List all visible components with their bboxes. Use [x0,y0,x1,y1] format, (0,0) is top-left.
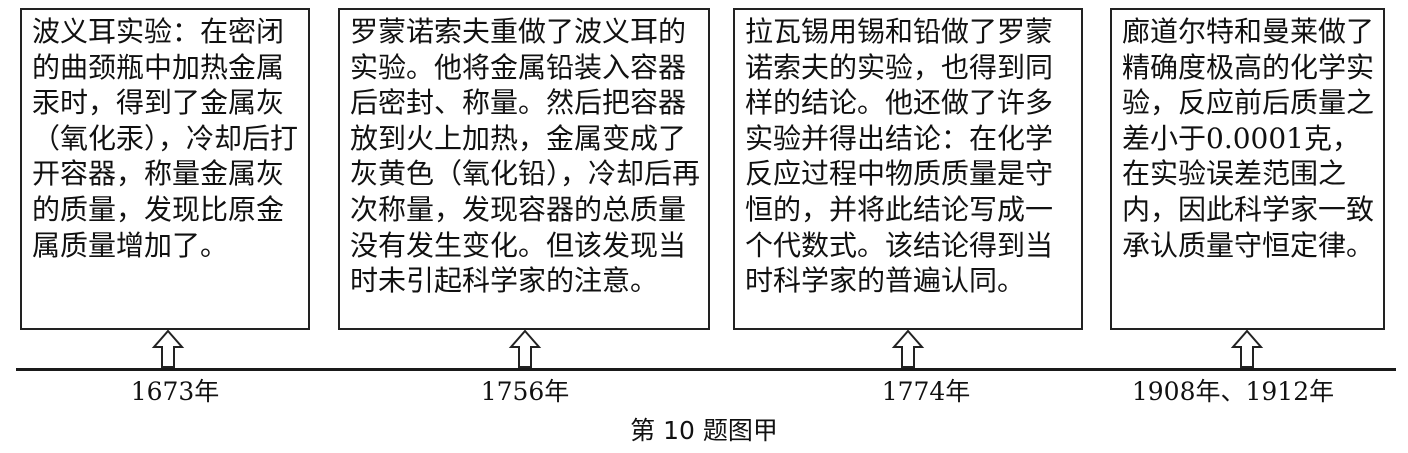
event-text-1673: 波义耳实验：在密闭的曲颈瓶中加热金属汞时，得到了金属灰（氧化汞），冷却后打开容器… [32,15,299,262]
year-label-1908-1912: 1908年、1912年 [1131,377,1335,406]
up-arrow-icon [151,329,185,368]
event-text-1756: 罗蒙诺索夫重做了波义耳的实验。他将金属铅装入容器后密封、称量。然后把容器放到火上… [350,15,701,298]
year-label-1673: 1673年 [130,377,220,406]
timeline-axis [16,368,1396,371]
event-card-1673: 波义耳实验：在密闭的曲颈瓶中加热金属汞时，得到了金属灰（氧化汞），冷却后打开容器… [20,8,310,330]
event-card-1908-1912: 廊道尔特和曼莱做了精确度极高的化学实验，反应前后质量之差小于0.0001克，在实… [1110,8,1385,330]
event-text-1908-1912: 廊道尔特和曼莱做了精确度极高的化学实验，反应前后质量之差小于0.0001克，在实… [1122,15,1375,262]
figure-caption: 第 10 题图甲 [630,416,778,445]
year-label-1756: 1756年 [480,377,570,406]
event-card-1756: 罗蒙诺索夫重做了波义耳的实验。他将金属铅装入容器后密封、称量。然后把容器放到火上… [338,8,710,330]
up-arrow-icon [1230,329,1264,368]
event-card-1774: 拉瓦锡用锡和铅做了罗蒙诺索夫的实验，也得到同样的结论。他还做了许多实验并得出结论… [733,8,1083,330]
up-arrow-icon [891,329,925,368]
year-label-1774: 1774年 [881,377,971,406]
up-arrow-icon [508,329,542,368]
event-text-1774: 拉瓦锡用锡和铅做了罗蒙诺索夫的实验，也得到同样的结论。他还做了许多实验并得出结论… [745,15,1054,298]
